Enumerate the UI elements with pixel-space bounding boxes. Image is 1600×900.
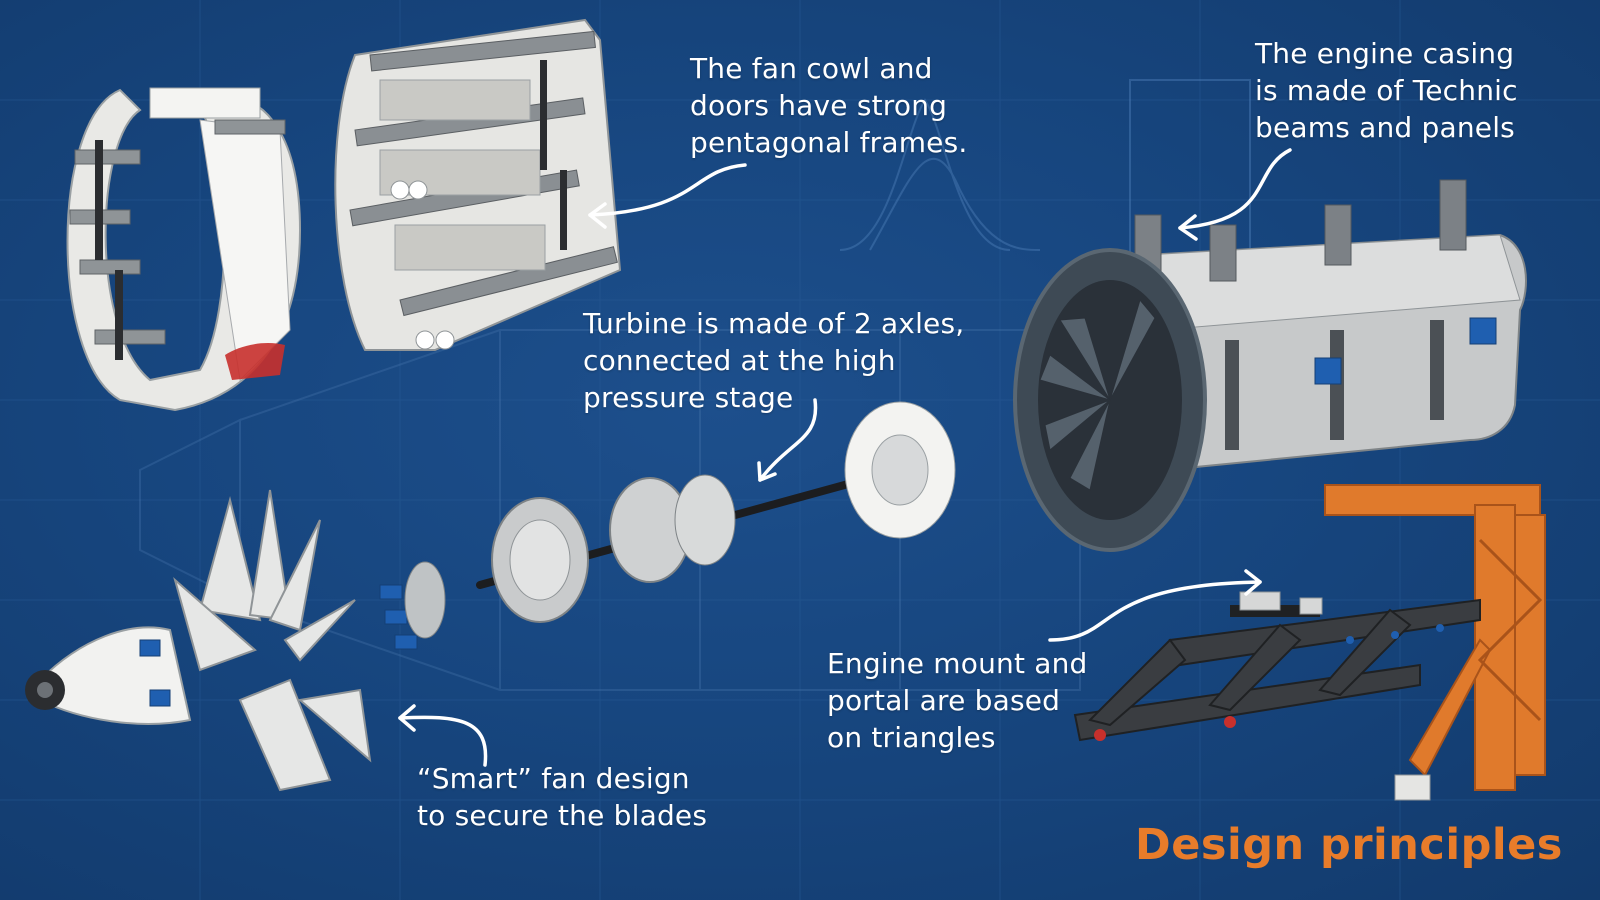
arrow-engine-mount — [1048, 569, 1262, 642]
caption-line: connected at the high — [583, 344, 896, 377]
caption-line: doors have strong — [690, 89, 948, 122]
caption-line: pentagonal frames. — [690, 126, 968, 159]
caption-line: on triangles — [827, 721, 996, 754]
arrow-fan-cowl — [588, 163, 747, 229]
caption-line: Engine mount and — [827, 647, 1088, 680]
caption-line: “Smart” fan design — [417, 762, 690, 795]
arrow-smart-fan — [398, 704, 488, 767]
arrow-engine-casing — [1178, 148, 1292, 241]
caption-turbine: Turbine is made of 2 axles, connected at… — [583, 305, 964, 416]
caption-smart-fan: “Smart” fan design to secure the blades — [417, 760, 707, 834]
caption-engine-casing: The engine casing is made of Technic bea… — [1255, 35, 1518, 146]
caption-line: portal are based — [827, 684, 1061, 717]
caption-engine-mount: Engine mount and portal are based on tri… — [827, 645, 1088, 756]
caption-line: to secure the blades — [417, 799, 708, 832]
caption-line: The fan cowl and — [690, 52, 933, 85]
caption-line: The engine casing — [1255, 37, 1515, 70]
slide-title: Design principles — [1135, 820, 1563, 870]
caption-line: is made of Technic — [1255, 74, 1518, 107]
caption-line: Turbine is made of 2 axles, — [583, 307, 965, 340]
caption-line: pressure stage — [583, 381, 794, 414]
caption-fan-cowl: The fan cowl and doors have strong penta… — [690, 50, 968, 161]
arrow-turbine — [757, 398, 818, 482]
caption-line: beams and panels — [1255, 111, 1515, 144]
